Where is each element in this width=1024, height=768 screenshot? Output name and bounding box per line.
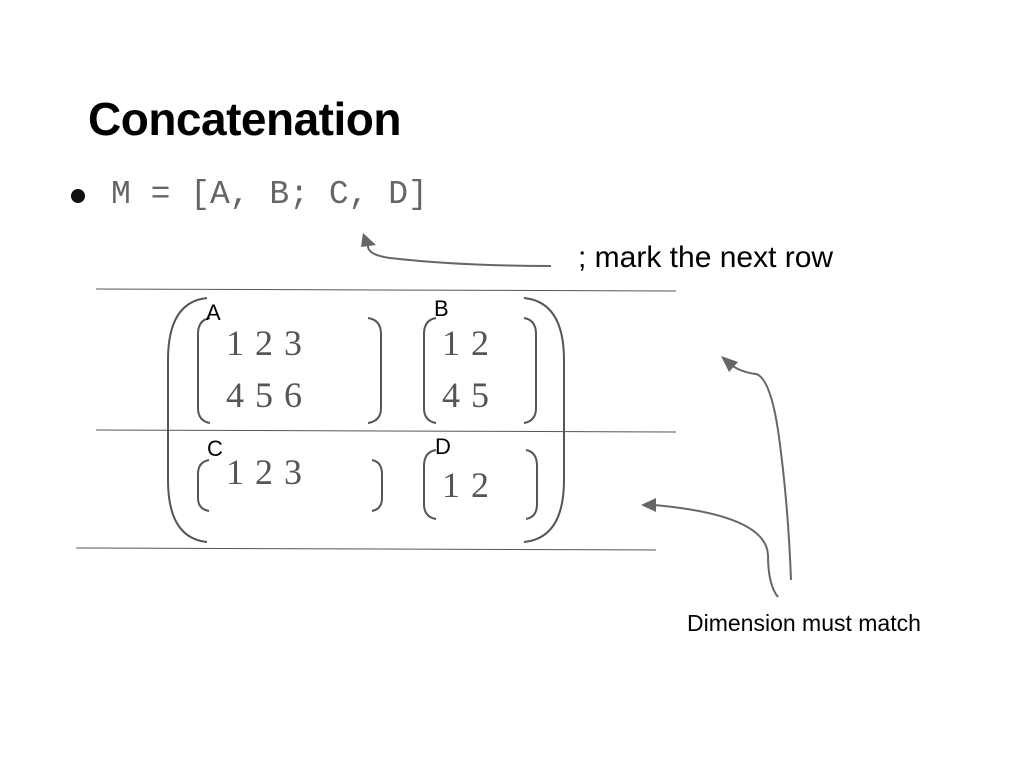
arrow-to-semicolon (367, 245, 552, 267)
matrix-d-label: D (435, 434, 451, 459)
arrow-to-row-height (653, 504, 779, 598)
bullet-dot-icon (71, 189, 85, 203)
slide-title: Concatenation (88, 93, 401, 145)
arrowhead-semicolon-icon (361, 233, 376, 247)
arrowhead-column-icon (721, 356, 738, 372)
separator-top (95, 288, 677, 292)
arrow-to-column-width (729, 363, 792, 581)
matrix-d-row-1: 1 2 (442, 465, 490, 505)
arrowhead-row-icon (641, 498, 656, 512)
matrix-a-bracket-right (367, 317, 382, 424)
outer-bracket-left (167, 297, 208, 543)
dimension-note: Dimension must match (687, 610, 921, 636)
matrix-b-bracket-right (523, 317, 537, 424)
matrix-c-row-1: 1 2 3 (226, 452, 303, 492)
semicolon-note: ; mark the next row (578, 241, 834, 274)
separator-middle (95, 429, 677, 433)
matrix-d-bracket-left (423, 449, 437, 520)
concatenation-formula: M = [A, B; C, D] (111, 176, 428, 213)
matrix-b-row-1: 1 2 (442, 323, 490, 363)
separator-bottom (75, 547, 657, 551)
matrix-a-bracket-left (197, 317, 211, 424)
matrix-a-row-2: 4 5 6 (226, 375, 303, 415)
matrix-a-label: A (206, 300, 221, 325)
matrix-c-label: C (207, 436, 223, 461)
matrix-d-bracket-right (525, 449, 538, 520)
matrix-a-row-1: 1 2 3 (226, 323, 303, 363)
matrix-b-bracket-left (423, 317, 437, 424)
matrix-c-bracket-left (197, 459, 210, 512)
matrix-b-row-2: 4 5 (442, 375, 490, 415)
outer-bracket-right (523, 297, 565, 543)
matrix-b-label: B (434, 296, 449, 321)
matrix-c-bracket-right (371, 459, 383, 512)
